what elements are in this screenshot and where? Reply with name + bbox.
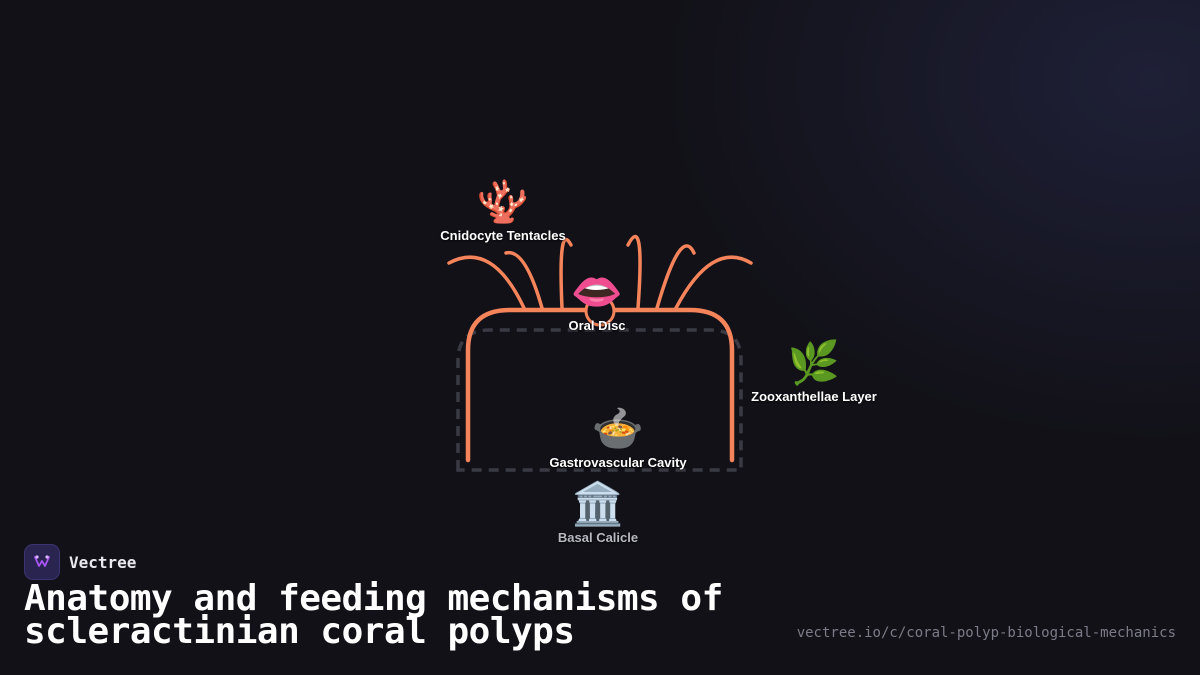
brand[interactable]: Vectree bbox=[24, 544, 136, 580]
mouth-opening bbox=[584, 295, 616, 327]
node-label: Cnidocyte Tentacles bbox=[440, 228, 566, 243]
node-label: Zooxanthellae Layer bbox=[751, 389, 877, 404]
tentacle-center-left bbox=[559, 237, 573, 310]
node-zooxanthellae-layer: 🌿 Zooxanthellae Layer bbox=[751, 339, 877, 404]
tentacle-center-right bbox=[626, 234, 642, 310]
source-url[interactable]: vectree.io/c/coral-polyp-biological-mech… bbox=[796, 625, 1176, 641]
page-title: Anatomy and feeding mechanisms of sclera… bbox=[24, 578, 723, 652]
vectree-logo-icon bbox=[24, 544, 60, 580]
node-cnidocyte-tentacles: 🪸 Cnidocyte Tentacles bbox=[440, 178, 565, 243]
mouth-icon: 👄 bbox=[570, 268, 624, 315]
node-label: Oral Disc bbox=[568, 318, 626, 333]
tentacles bbox=[447, 234, 753, 310]
brand-name: Vectree bbox=[69, 552, 137, 572]
herb-icon: 🌿 bbox=[787, 339, 841, 386]
tentacle-outer-right bbox=[674, 255, 753, 310]
node-label: Basal Calicle bbox=[557, 530, 639, 545]
node-gastrovascular-cavity: 🍲 Gastrovascular Cavity bbox=[549, 405, 686, 470]
coral-icon: 🪸 bbox=[476, 178, 530, 225]
node-basal-calicle: 🏛️ Basal Calicle bbox=[558, 480, 638, 545]
calicle-outline bbox=[456, 328, 743, 472]
node-oral-disc: 👄 Oral Disc bbox=[568, 268, 625, 333]
tentacle-right bbox=[655, 244, 696, 310]
stew-pot-icon: 🍲 bbox=[591, 405, 645, 452]
tentacle-left bbox=[504, 250, 544, 310]
node-label: Gastrovascular Cavity bbox=[549, 455, 687, 470]
classical-building-icon: 🏛️ bbox=[571, 480, 625, 527]
tentacle-outer-left bbox=[447, 255, 526, 310]
